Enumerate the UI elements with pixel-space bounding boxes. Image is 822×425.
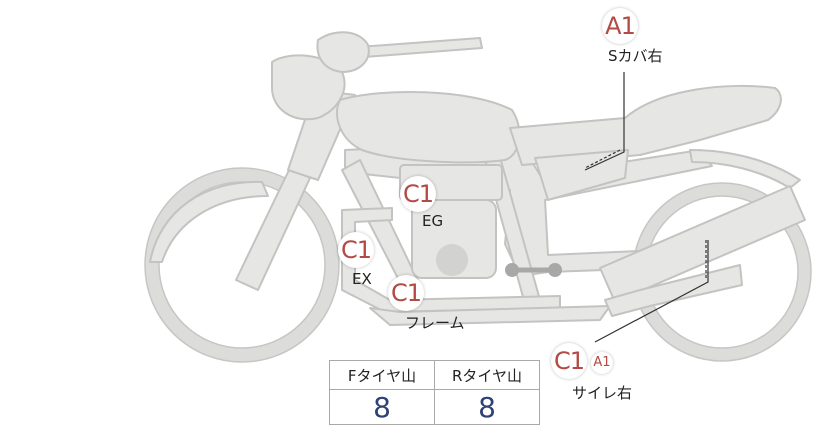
grade-badge-frame: C1: [388, 275, 424, 311]
tire-tread-table: Fタイヤ山 Rタイヤ山 8 8: [329, 360, 540, 425]
grade-badge-seat-cover-right: A1: [602, 8, 638, 44]
rear-tire-tread-value: 8: [434, 389, 540, 425]
headlight: [271, 54, 346, 121]
rear-tire-tread-header: Rタイヤ山: [434, 360, 540, 390]
grade-badge-engine: C1: [400, 176, 436, 212]
front-wheel: [145, 168, 339, 362]
part-label-silencer-right: サイレ右: [572, 384, 633, 402]
part-label-seat-cover-right: Sカバ右: [608, 47, 663, 65]
grade-badge-exhaust: C1: [338, 232, 374, 268]
side-cover: [534, 149, 629, 201]
silencer: [599, 185, 806, 303]
part-label-frame: フレーム: [405, 314, 465, 332]
grade-badge-silencer-right-secondary: A1: [591, 352, 613, 374]
part-label-exhaust: EX: [352, 270, 372, 288]
front-fender: [149, 180, 269, 263]
grade-badge-silencer-right: C1: [551, 343, 587, 379]
seat: [509, 84, 782, 166]
front-tire-tread-header: Fタイヤ山: [329, 360, 435, 390]
front-tire-tread-value: 8: [329, 389, 435, 425]
part-label-engine: EG: [422, 212, 444, 230]
fuel-tank: [336, 90, 521, 164]
